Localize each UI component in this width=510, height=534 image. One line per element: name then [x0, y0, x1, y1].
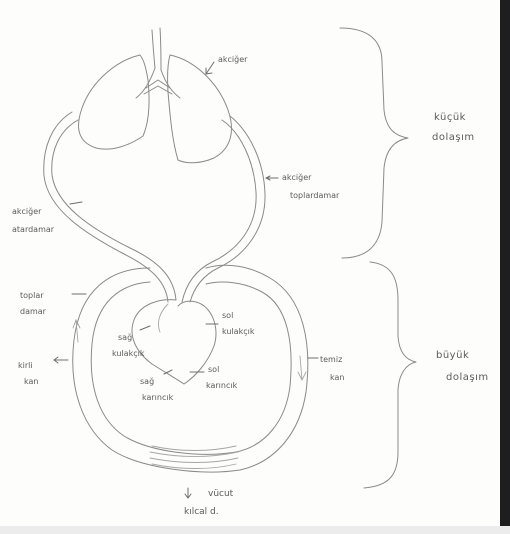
label-temiz-kan-1: temiz [320, 355, 342, 364]
systemic-loop [73, 265, 308, 472]
trachea [152, 30, 155, 68]
lungs-drawing [79, 28, 232, 163]
heart-drawing [132, 300, 216, 384]
label-toplardamar-2: damar [20, 307, 47, 316]
label-vucut-1: vücut [208, 489, 234, 499]
label-vucut-2: kılcal d. [184, 507, 219, 517]
label-buyuk-dolasim-1: büyük [436, 350, 469, 361]
label-akciger: akciğer [218, 55, 248, 64]
label-kucuk-dolasim-1: küçük [434, 112, 466, 123]
label-sol-kulakcik-1: sol [222, 311, 233, 320]
pulmonary-vein [182, 120, 256, 302]
label-sag-karincik-2: karıncık [142, 393, 174, 402]
label-buyuk-dolasim-2: dolaşım [446, 372, 489, 383]
pulmonary-vessels [44, 112, 265, 302]
label-kirli-kan-2: kan [24, 377, 38, 386]
label-akciger-atardamar-1: akciğer [12, 207, 42, 216]
label-sag-kulakcik-2: kulakçık [112, 349, 145, 358]
label-kirli-kan-1: kirli [18, 361, 33, 370]
label-sag-karincik-1: sağ [140, 377, 154, 386]
right-lung [168, 55, 232, 163]
photo-frame-edge-right [500, 0, 510, 534]
bracket-pulmonary [340, 28, 408, 258]
capillary-bed [152, 446, 236, 451]
label-sol-kulakcik-2: kulakçık [222, 327, 255, 336]
label-sol-karincik-2: karıncık [206, 381, 238, 390]
label-kucuk-dolasim-2: dolaşım [432, 132, 475, 143]
label-toplardamar-1: toplar [20, 291, 44, 300]
systemic-outer [73, 265, 308, 472]
photo-frame-edge-bottom [0, 526, 510, 534]
circulation-diagram: akciğer akciğer toplardamar akciğer atar… [0, 0, 500, 526]
label-akciger-atardamar-2: atardamar [12, 225, 55, 234]
pulmonary-artery [52, 120, 176, 300]
label-akciger-toplardamar-2: toplardamar [290, 191, 340, 200]
systemic-inner [91, 282, 291, 454]
label-sol-karincik-1: sol [208, 365, 219, 374]
label-temiz-kan-2: kan [330, 373, 344, 382]
label-sag-kulakcik-1: sağ [118, 333, 132, 342]
left-lung [79, 55, 150, 149]
bracket-systemic [364, 262, 416, 488]
label-akciger-toplardamar-1: akciğer [282, 173, 312, 182]
heart [132, 300, 216, 384]
